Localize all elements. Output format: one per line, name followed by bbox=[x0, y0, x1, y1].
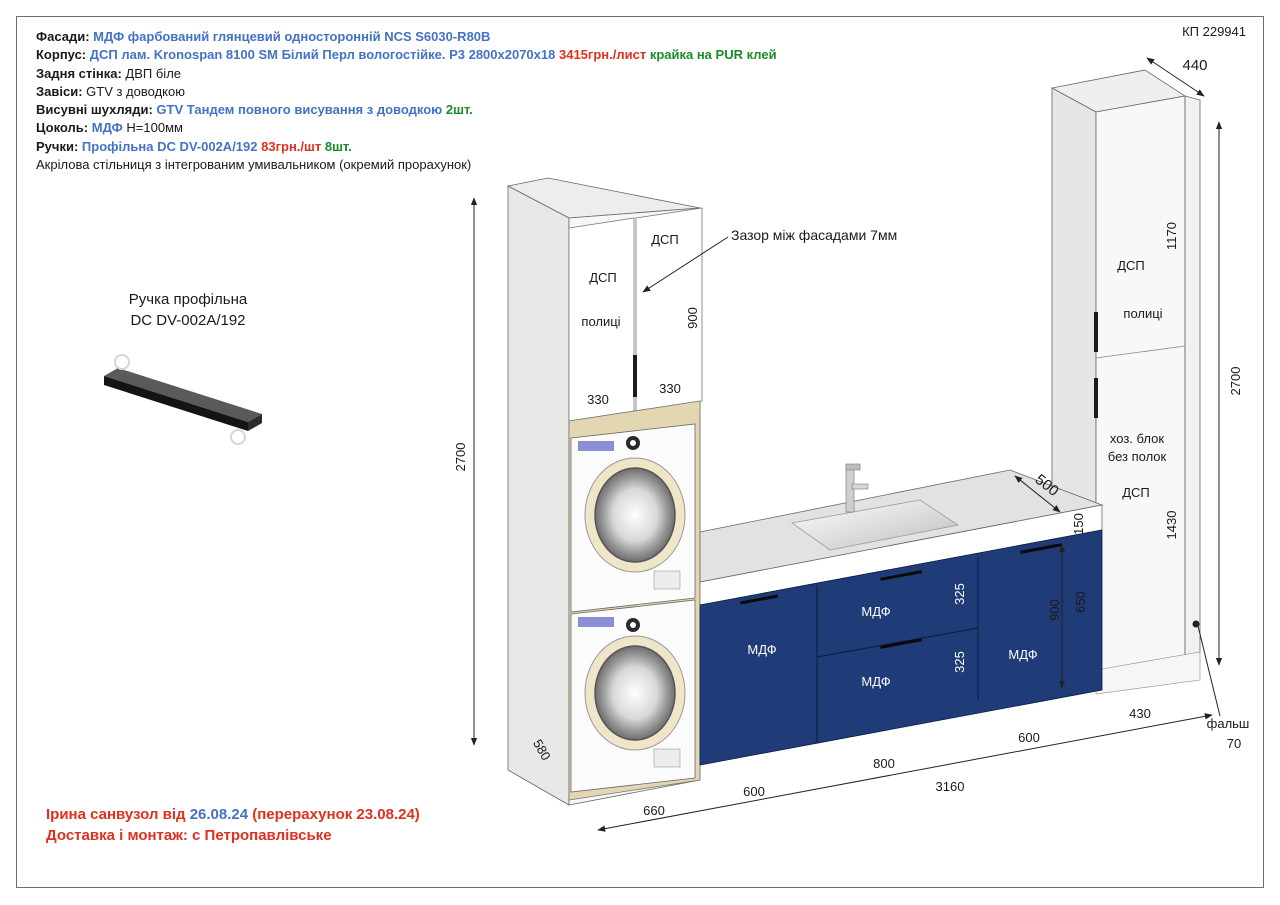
dim-drawer-325-b: 325 bbox=[952, 651, 967, 673]
spec-block: Фасади: МДФ фарбований глянцевий односто… bbox=[36, 28, 777, 174]
dim-height-1430: 1430 bbox=[1164, 511, 1179, 540]
mdf-label-bottom-drawer: МДФ bbox=[861, 674, 890, 689]
spec-back: Задня стінка: ДВП біле bbox=[36, 65, 182, 81]
dim-width-600-a: 600 bbox=[743, 784, 765, 799]
sink-icon bbox=[790, 499, 960, 551]
dim-depth-440: 440 bbox=[1182, 57, 1207, 74]
handle-profile-icon bbox=[104, 354, 262, 445]
footer-client: Ірина санвузол від 26.08.24 (перерахунок… bbox=[46, 806, 420, 823]
dsp-label-left-door: ДСП bbox=[589, 270, 617, 285]
handle-caption-line2: DC DV-002A/192 bbox=[130, 312, 246, 329]
dim-width-430: 430 bbox=[1129, 706, 1151, 721]
dim-width-800: 800 bbox=[873, 756, 895, 771]
faucet-icon bbox=[845, 463, 869, 513]
dim-door-330-b: 330 bbox=[659, 381, 681, 396]
dim-height-650: 650 bbox=[1073, 591, 1088, 613]
dim-height-900-base: 900 bbox=[1047, 599, 1062, 621]
mdf-label-right: МДФ bbox=[1008, 647, 1037, 662]
dim-width-3160: 3160 bbox=[936, 779, 965, 794]
spec-facades: Фасади: МДФ фарбований глянцевий односто… bbox=[36, 29, 491, 44]
dsp-label-right-column-bottom: ДСП bbox=[1122, 485, 1150, 500]
gap-note: Зазор між фасадами 7мм bbox=[731, 227, 897, 243]
falsh-label: фальш bbox=[1207, 716, 1250, 731]
dim-height-1170: 1170 bbox=[1164, 222, 1179, 250]
spec-handles: Ручки: Профільна DC DV-002A/192 83грн./ш… bbox=[36, 138, 352, 154]
footer-notes: Ірина санвузол від 26.08.24 (перерахунок… bbox=[46, 804, 420, 846]
drawing-labels: ДСП полиці ДСП Зазор між фасадами 7мм ДС… bbox=[581, 227, 1249, 751]
dim-drawer-325-a: 325 bbox=[952, 583, 967, 605]
dim-height-left: 2700 bbox=[453, 443, 468, 472]
dim-width-660: 660 bbox=[643, 803, 665, 818]
falsh-value: 70 bbox=[1227, 736, 1241, 751]
dim-door-330-a: 330 bbox=[587, 392, 609, 407]
dim-width-600-b: 600 bbox=[1018, 730, 1040, 745]
utility-block-label-2: без полок bbox=[1108, 449, 1167, 464]
dim-door-900: 900 bbox=[685, 307, 700, 329]
dim-height-right: 2700 bbox=[1228, 367, 1243, 396]
dim-height-150: 150 bbox=[1071, 513, 1086, 535]
handle-caption-line1: Ручка профільна bbox=[128, 291, 248, 308]
dimension-lines bbox=[470, 57, 1223, 832]
washing-machine-icon bbox=[570, 599, 696, 793]
spec-body: Корпус: ДСП лам. Kronospan 8100 SM Білий… bbox=[36, 47, 777, 63]
handle-caption: Ручка профільна DC DV-002A/192 bbox=[100, 289, 276, 331]
document-number: КП 229941 bbox=[1182, 24, 1246, 39]
dsp-label-right-column-top: ДСП bbox=[1117, 258, 1145, 273]
spec-countertop: Акрілова стільниця з інтегрованим умивал… bbox=[36, 157, 472, 173]
footer-delivery: Доставка і монтаж: с Петропавлівське bbox=[46, 827, 332, 844]
utility-block-label-1: хоз. блок bbox=[1110, 431, 1164, 446]
spec-plinth: Цоколь: МДФ Н=100мм bbox=[36, 120, 183, 136]
shelves-label-left: полиці bbox=[581, 314, 620, 329]
mdf-label-left: МДФ bbox=[747, 642, 776, 657]
washing-machine-icon bbox=[570, 423, 696, 613]
spec-drawers: Висувні шухляди: GTV Тандем повного вису… bbox=[36, 102, 473, 118]
dsp-label-right-door: ДСП bbox=[651, 232, 679, 247]
shelves-label-right: полиці bbox=[1123, 306, 1162, 321]
spec-hinges: Завіси: GTV з доводкою bbox=[36, 83, 185, 99]
mdf-label-top-drawer: МДФ bbox=[861, 604, 890, 619]
drawing-frame bbox=[16, 16, 1264, 888]
